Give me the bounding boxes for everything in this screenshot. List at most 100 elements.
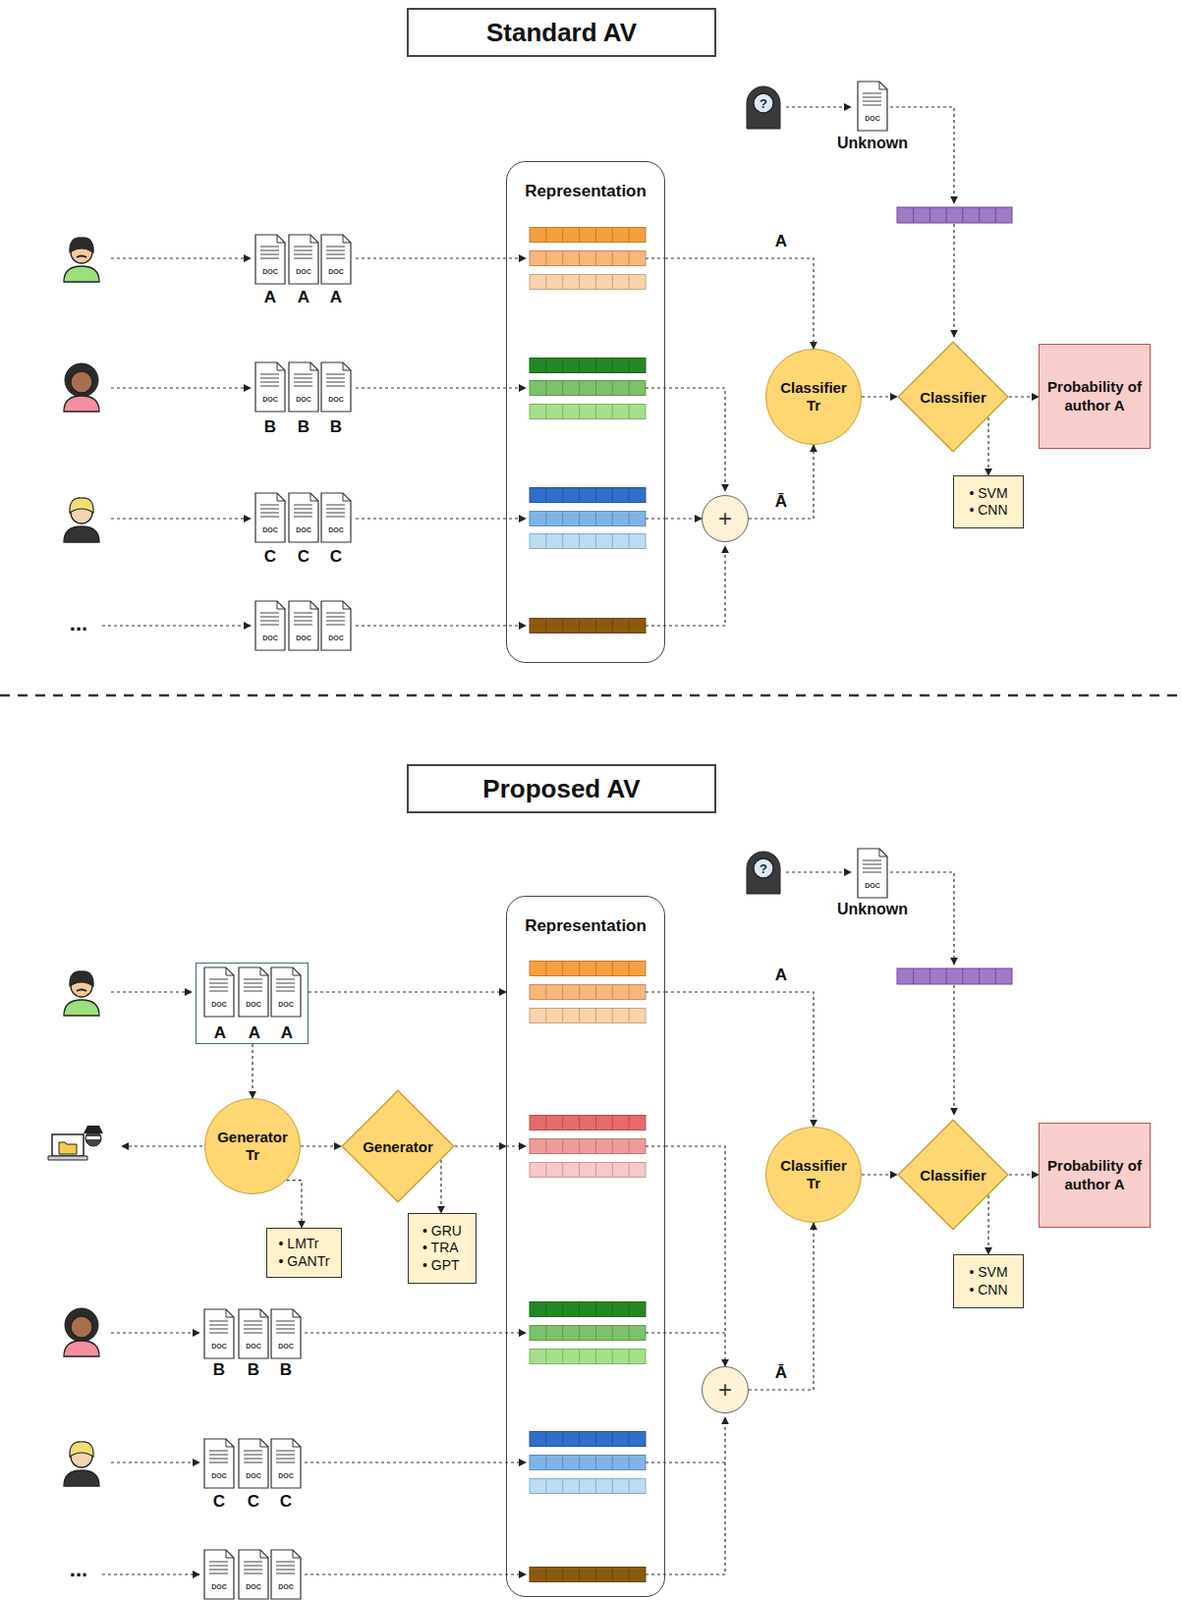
feature-vector — [529, 1479, 646, 1495]
node-label: Standard AV — [486, 17, 637, 49]
section-title: Proposed AV — [406, 764, 717, 814]
document-icon — [288, 493, 319, 543]
connector — [748, 1223, 814, 1391]
question-mark: ? — [759, 96, 768, 112]
feature-vector — [529, 358, 646, 374]
document-icon — [857, 81, 888, 131]
connector — [1009, 1174, 1039, 1176]
document-icon-label: DOC — [262, 268, 279, 276]
person-icon — [63, 1442, 100, 1487]
document-icon — [238, 1309, 269, 1359]
node-label: Generator — [362, 1138, 434, 1156]
node-label: + — [718, 1376, 732, 1405]
dashed-arrow — [890, 107, 955, 204]
document-icon — [255, 234, 285, 284]
connector — [251, 1044, 253, 1099]
document-icon-label: DOC — [295, 268, 312, 276]
document-icon-label: DOC — [278, 1001, 294, 1009]
node-label: A — [281, 1023, 293, 1044]
list-item: • CNN — [968, 502, 1008, 520]
author-letter: C — [247, 1492, 260, 1513]
document-icon-label: DOC — [278, 1583, 294, 1591]
node-label: Probability of author A — [1045, 1157, 1144, 1195]
document-icon-label: DOC — [245, 1001, 262, 1009]
connector — [1009, 395, 1039, 397]
edge-label: A — [773, 965, 789, 986]
dashed-arrow — [786, 871, 851, 873]
feature-vector — [529, 619, 646, 634]
text-block: Standard AV — [486, 17, 637, 49]
list-item: • GRU — [422, 1223, 462, 1241]
document-icon-label: DOC — [295, 395, 312, 403]
list-item: • SVM — [968, 1264, 1008, 1283]
dashed-arrow — [890, 872, 955, 965]
person-icon — [63, 498, 100, 543]
author-letter: C — [264, 547, 277, 567]
dashed-arrow — [102, 624, 251, 626]
feature-vector — [529, 381, 646, 396]
feature-vector — [529, 1568, 646, 1583]
dashed-arrow — [304, 1574, 526, 1576]
option-list: • SVM• CNN — [953, 475, 1024, 529]
text-block: Proposed AV — [482, 774, 640, 805]
unknown-document-label: Unknown — [837, 134, 908, 153]
document-icon — [288, 601, 319, 651]
text-block: Classifier Tr — [774, 1157, 853, 1193]
document-icon — [271, 1439, 301, 1489]
dashed-arrow — [111, 387, 251, 389]
sum-circle: + — [701, 495, 749, 543]
author-letter: B — [264, 417, 277, 438]
dashed-arrow — [102, 1574, 200, 1576]
dashed-arrow — [111, 517, 251, 519]
document-icon-label: DOC — [864, 882, 881, 890]
dashed-arrow — [953, 224, 955, 338]
author-letter: A — [264, 287, 277, 308]
dashed-arrow — [645, 1332, 726, 1334]
node-label: Proposed AV — [482, 774, 640, 805]
author-letter: B — [247, 1360, 260, 1381]
document-icon — [238, 1550, 269, 1600]
document-icon-label: DOC — [278, 1472, 294, 1480]
feature-vector — [529, 404, 646, 420]
document-icon-label: DOC — [262, 395, 279, 403]
text-block: Representation — [524, 181, 647, 202]
document-icon — [204, 1309, 234, 1359]
text-block: Generator Tr — [213, 1128, 292, 1165]
question-mark: ? — [759, 861, 768, 877]
dashed-arrow — [111, 257, 251, 259]
ellipsis: ... — [69, 611, 88, 637]
feature-vector — [529, 1116, 646, 1131]
document-icon-label: DOC — [295, 526, 312, 534]
node-label: Generator Tr — [213, 1128, 292, 1165]
document-icon — [238, 1439, 269, 1489]
author-letter: B — [297, 417, 310, 438]
dashed-arrow — [111, 1332, 200, 1334]
edge-label: Ā — [773, 492, 789, 512]
text-block: Probability of author A — [1045, 1157, 1144, 1195]
section-divider — [0, 694, 1182, 698]
dashed-arrow — [645, 546, 726, 626]
document-icon — [238, 967, 269, 1017]
dashed-arrow — [645, 517, 666, 519]
diamond-shape — [898, 341, 1009, 452]
author-letter: C — [280, 1492, 292, 1513]
document-icon-label: DOC — [245, 1583, 262, 1591]
list-item: • LMTr — [279, 1236, 331, 1254]
document-icon-label: DOC — [328, 268, 344, 276]
person-icon — [63, 363, 100, 412]
person-icon — [63, 971, 100, 1016]
dashed-arrow — [355, 257, 526, 259]
connector — [665, 258, 814, 349]
dashed-arrow — [645, 388, 726, 492]
document-icon — [857, 848, 888, 899]
connector — [861, 395, 898, 397]
node-label: Representation — [524, 916, 647, 937]
node-label: Classifier — [919, 1167, 987, 1184]
document-icon — [271, 967, 301, 1017]
feature-vector — [897, 968, 1013, 985]
feature-vector — [529, 511, 646, 527]
feature-vector — [529, 1163, 646, 1179]
option-list: • SVM• CNN — [953, 1254, 1024, 1309]
node-label: Classifier Tr — [774, 379, 853, 415]
